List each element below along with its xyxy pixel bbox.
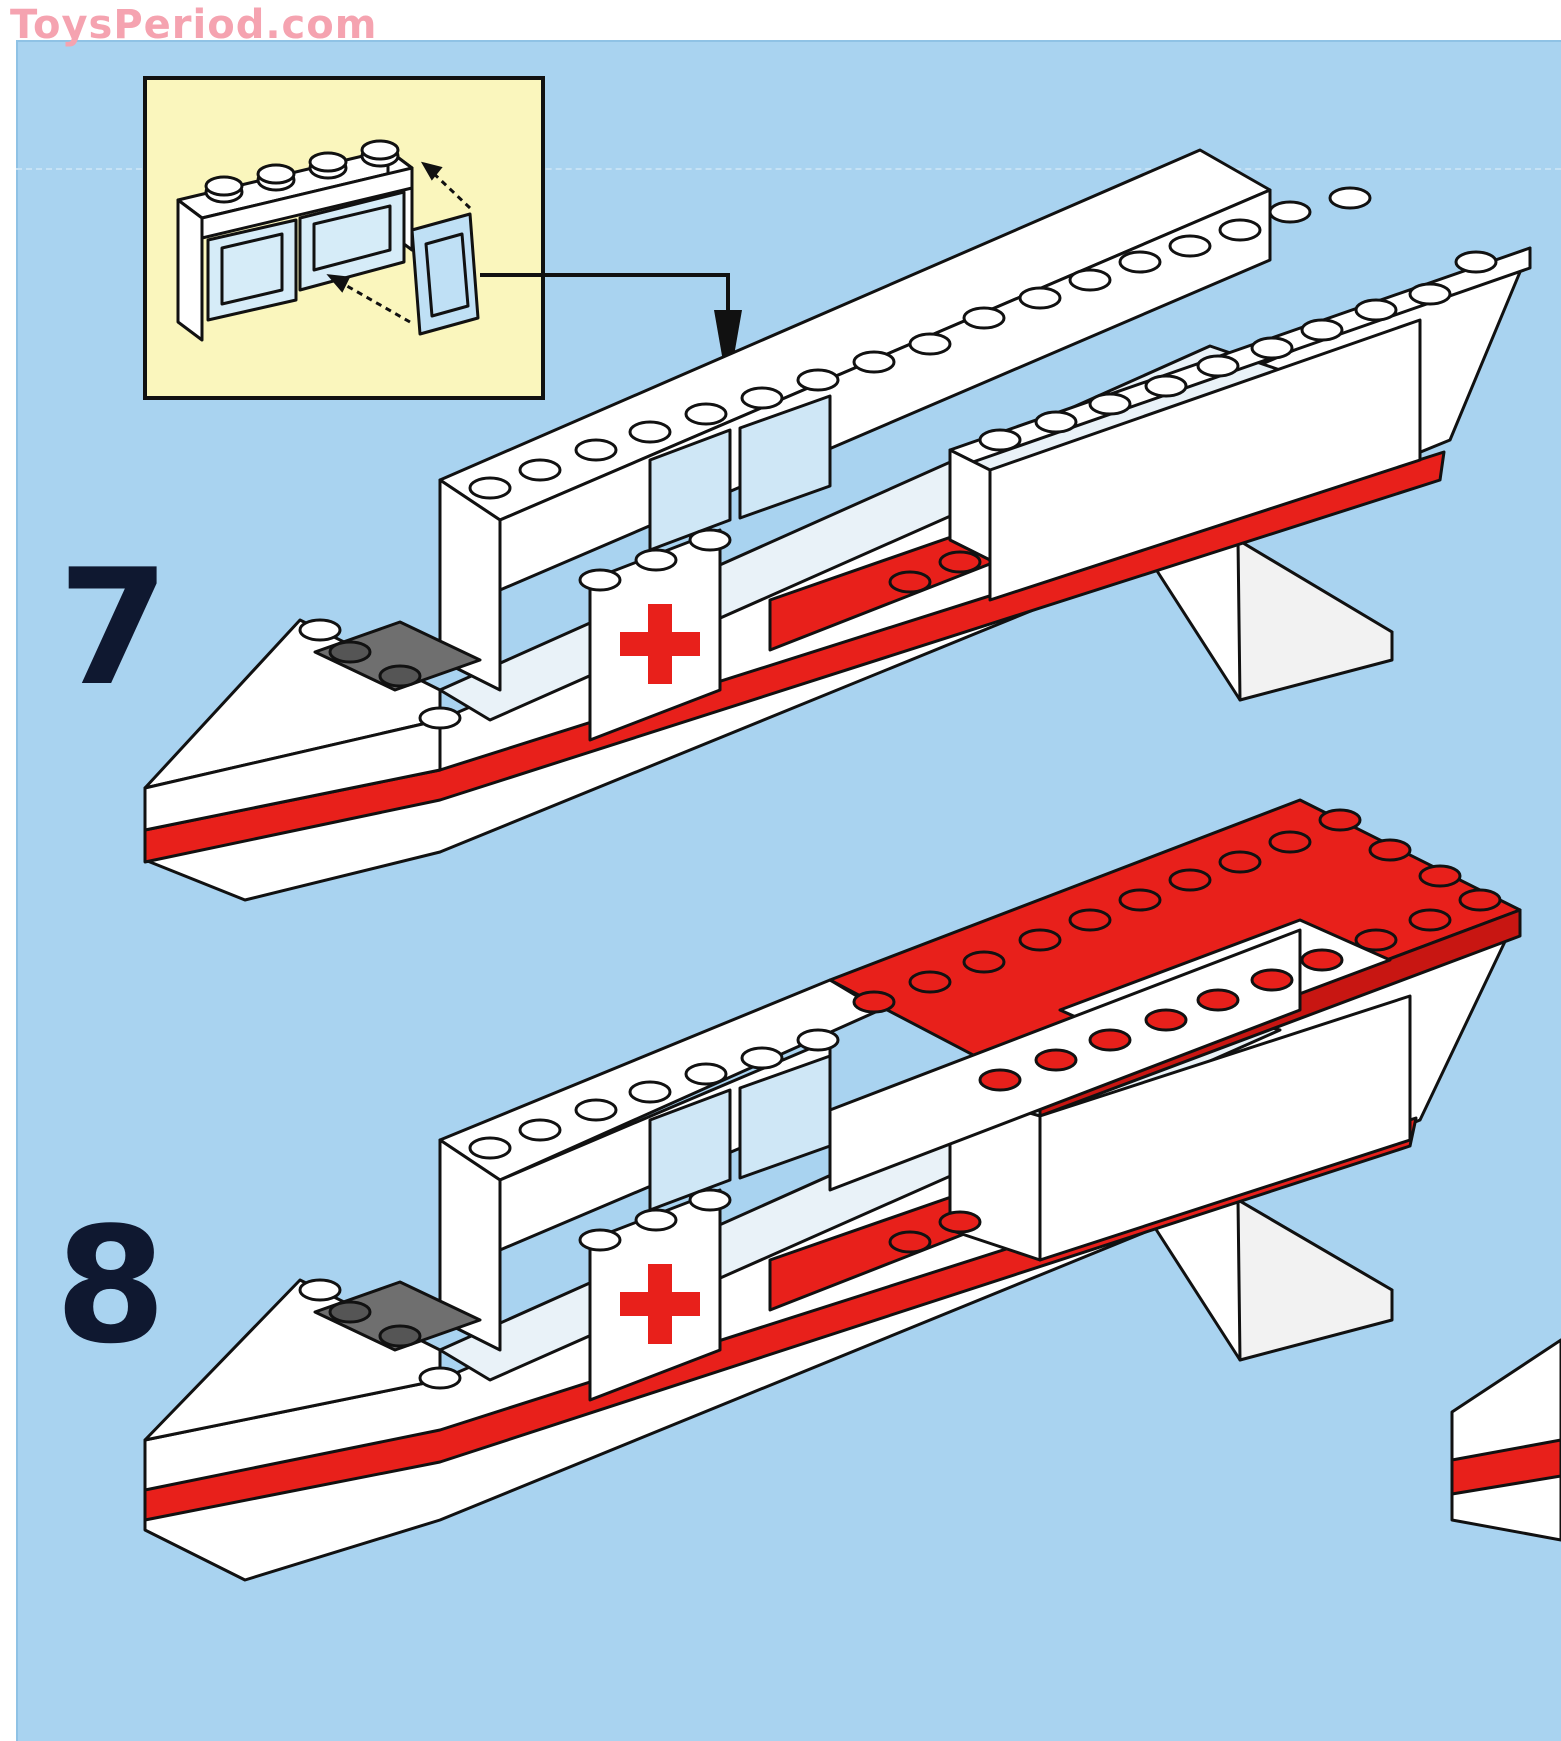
window-pane-part [410,212,480,336]
callout-box [143,76,545,400]
next-step-model-partial [1450,1338,1561,1542]
step-7-model [143,148,1532,902]
assembly-arrows [326,161,472,324]
arrow-down-icon [480,273,742,390]
step-8-model [143,798,1522,1582]
window-frame-assembly [176,139,414,342]
red-cross-icon [620,1264,700,1344]
fold-line [16,168,1561,170]
step-number: 7 [58,534,170,721]
step-number: 8 [55,1192,167,1379]
red-cross-icon [620,604,700,684]
watermark: ToysPeriod.com [10,2,378,48]
